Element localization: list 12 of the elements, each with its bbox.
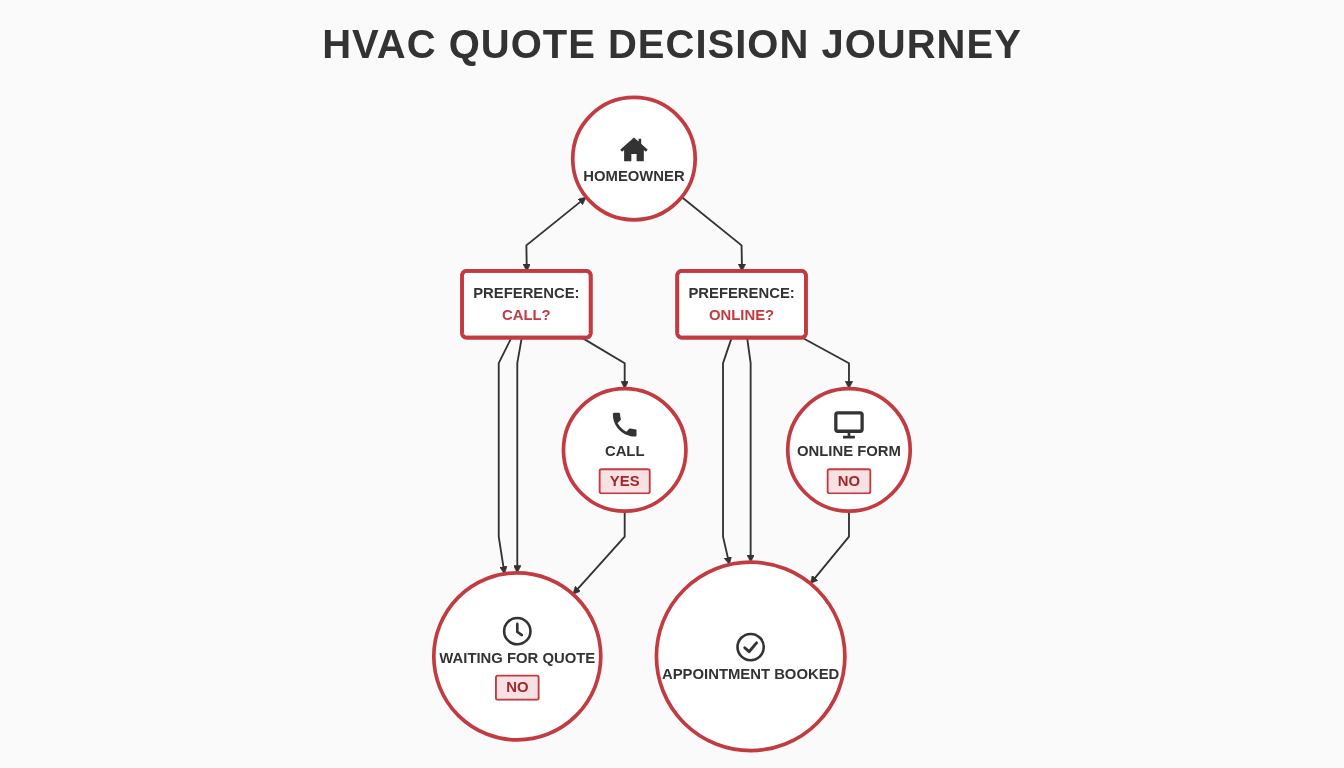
node-circle: CALL YES bbox=[561, 386, 688, 513]
arrow bbox=[572, 510, 626, 595]
arrow bbox=[746, 337, 755, 563]
arrow bbox=[722, 337, 733, 565]
node-circle: HOMEOWNER bbox=[570, 95, 698, 222]
node-circle: ONLINE FORM NO bbox=[785, 386, 913, 513]
node-circle: APPOINTMENT BOOKED bbox=[654, 560, 847, 753]
node-circle: WAITING FOR QUOTE NO bbox=[431, 571, 603, 742]
arrow bbox=[497, 337, 513, 575]
arrow bbox=[513, 337, 523, 574]
arrow bbox=[810, 510, 850, 584]
title: HVAC QUOTE DECISION JOURNEY bbox=[321, 21, 1023, 68]
